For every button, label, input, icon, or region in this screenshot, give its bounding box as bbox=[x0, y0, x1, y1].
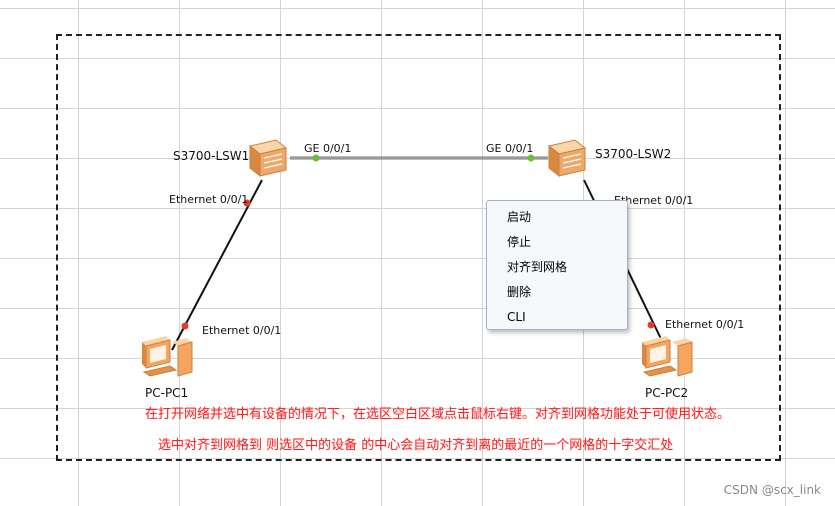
pc-icon bbox=[142, 336, 193, 377]
menu-item-start[interactable]: 启动 bbox=[507, 210, 532, 224]
selection-rectangle bbox=[56, 34, 781, 461]
link-lsw1-pc1[interactable] bbox=[171, 179, 263, 351]
device-name-lsw2: S3700-LSW2 bbox=[595, 147, 672, 161]
switch-lsw2[interactable] bbox=[545, 136, 589, 180]
menu-item-align-to-grid[interactable]: 对齐到网格 bbox=[507, 260, 568, 274]
watermark: CSDN @scx_link bbox=[723, 483, 821, 497]
port-label-lsw1-eth: Ethernet 0/0/1 bbox=[169, 193, 249, 206]
port-up-dot bbox=[527, 154, 535, 162]
switch-icon bbox=[248, 139, 288, 178]
pc-pc2[interactable] bbox=[640, 332, 694, 382]
port-down-dot bbox=[181, 322, 189, 330]
device-name-lsw1: S3700-LSW1 bbox=[173, 149, 250, 163]
port-label-lsw2-ge: GE 0/0/1 bbox=[486, 142, 534, 155]
port-down-dot bbox=[243, 199, 251, 207]
annotation-line-1: 在打开网络并选中有设备的情况下，在选区空白区域点击鼠标右键。对齐到网格功能处于可… bbox=[145, 407, 731, 422]
device-name-pc1: PC-PC1 bbox=[145, 386, 189, 400]
port-label-pc1-eth: Ethernet 0/0/1 bbox=[202, 324, 282, 337]
port-down-dot bbox=[647, 321, 655, 329]
pc-pc1[interactable] bbox=[140, 332, 194, 382]
device-name-pc2: PC-PC2 bbox=[645, 386, 689, 400]
switch-lsw1[interactable] bbox=[246, 136, 290, 180]
context-menu: 启动 停止 对齐到网格 删除 CLI bbox=[486, 200, 628, 330]
annotation-line-2: 选中对齐到网格到 则选区中的设备 的中心会自动对齐到离的最近的一个网格的十字交汇… bbox=[158, 438, 674, 453]
port-label-pc2-eth: Ethernet 0/0/1 bbox=[665, 318, 745, 331]
menu-item-stop[interactable]: 停止 bbox=[507, 235, 532, 249]
port-up-dot bbox=[312, 154, 320, 162]
port-label-lsw2-eth: Ethernet 0/0/1 bbox=[614, 194, 694, 207]
pc-icon bbox=[642, 336, 693, 377]
menu-item-delete[interactable]: 删除 bbox=[507, 285, 532, 299]
port-label-lsw1-ge: GE 0/0/1 bbox=[304, 142, 352, 155]
switch-icon bbox=[547, 139, 587, 178]
menu-item-cli[interactable]: CLI bbox=[507, 310, 526, 324]
